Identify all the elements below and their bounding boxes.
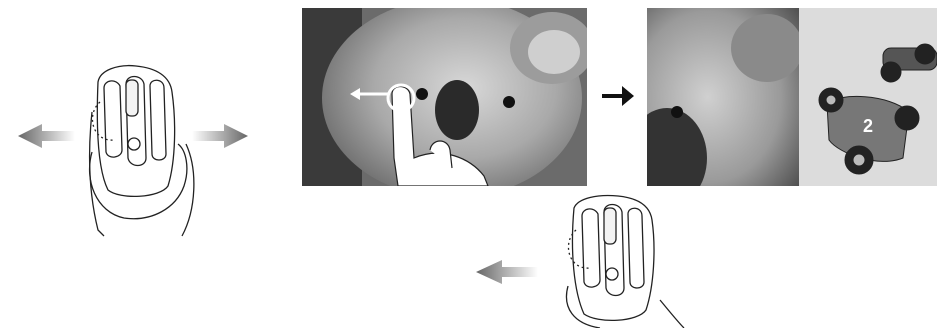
left-arrow-icon <box>18 124 75 148</box>
right-arrow-icon <box>192 124 248 148</box>
right-arrow-icon <box>600 84 636 108</box>
mouse-hand-icon <box>566 196 684 328</box>
car-number: 2 <box>863 116 873 136</box>
koala-photo <box>302 8 587 186</box>
koala-cropped-photo <box>647 8 799 186</box>
race-car-photo: 2 <box>799 8 937 186</box>
left-gradient-arrow-icon <box>476 260 538 284</box>
mouse-gesture-illustration-left <box>0 40 260 270</box>
mouse-gesture-illustration-bottom <box>470 190 730 328</box>
mouse-hand-icon <box>90 66 194 236</box>
